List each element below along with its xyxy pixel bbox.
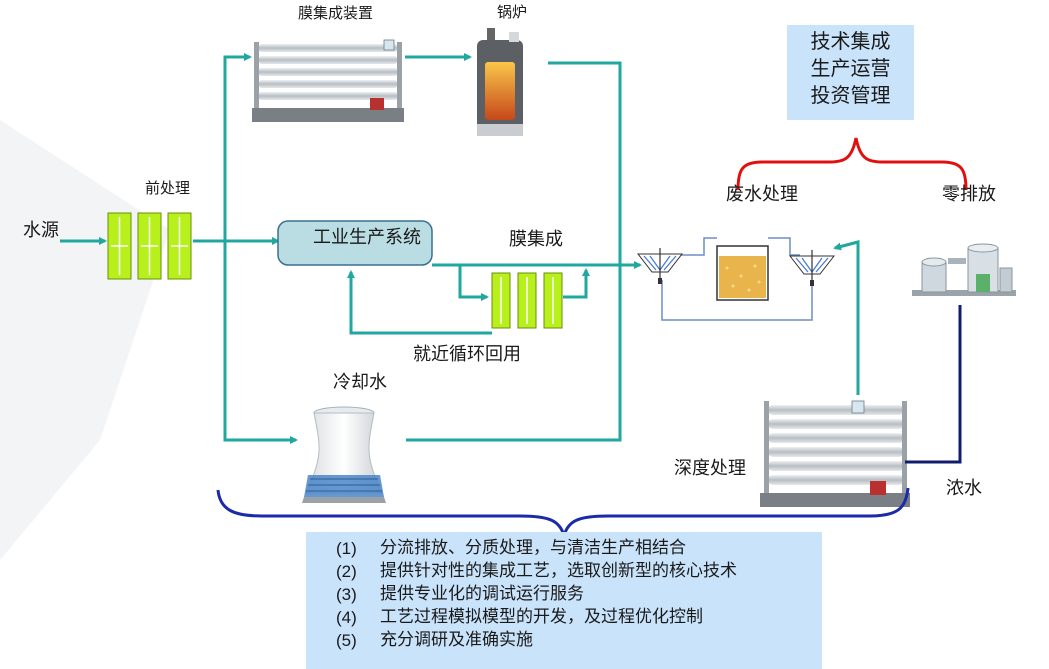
zero-discharge-label: 零排放 (942, 184, 996, 205)
point-item: (4) 工艺过程模拟模型的开发，及过程优化控制 (336, 606, 822, 629)
pretreatment-filters (107, 212, 192, 280)
tech-services-box: 技术集成 生产运营 投资管理 (787, 25, 914, 120)
point-number: (4) (336, 608, 357, 627)
point-item: (3) 提供专业化的调试运行服务 (336, 583, 822, 606)
concentrate-label: 浓水 (946, 478, 982, 499)
nearby-recycle-label: 就近循环回用 (413, 344, 521, 365)
point-text: 分流排放、分质处理，与清洁生产相结合 (380, 538, 686, 558)
point-item: (5) 充分调研及准确实施 (336, 629, 822, 652)
point-text: 提供专业化的调试运行服务 (380, 584, 584, 604)
point-item: (1) 分流排放、分质处理，与清洁生产相结合 (336, 537, 822, 560)
wastewater-treatment-label: 废水处理 (726, 184, 798, 205)
biological-tank-icon (716, 245, 769, 301)
concentrate-line (905, 305, 962, 464)
process-loop (661, 237, 813, 321)
pipe-advanced-to-clarifier (833, 240, 860, 395)
pipe-to-cooling (223, 241, 298, 444)
tech-box-line: 投资管理 (810, 83, 891, 107)
membrane-integration-filters (491, 272, 563, 329)
point-text: 工艺过程模拟模型的开发，及过程优化控制 (380, 607, 703, 627)
point-number: (3) (336, 585, 357, 604)
pipe-recycle (347, 270, 492, 335)
key-points-box: (1) 分流排放、分质处理，与清洁生产相结合 (2) 提供针对性的集成工艺，选取创新… (306, 532, 822, 669)
industrial-system-label: 工业生产系统 (313, 227, 421, 248)
cooling-water-label: 冷却水 (333, 372, 387, 393)
membrane-device-label: 膜集成装置 (298, 4, 374, 22)
clarifier-left-icon (636, 248, 684, 284)
point-number: (5) (336, 631, 357, 650)
point-text: 充分调研及准确实施 (380, 630, 533, 650)
red-brace (736, 137, 968, 191)
clarifier-right-icon (788, 250, 836, 286)
point-item: (2) 提供针对性的集成工艺，选取创新型的核心技术 (336, 560, 822, 583)
evaporator-icon (912, 243, 1016, 296)
cooling-tower-icon (302, 406, 386, 503)
pipe-boiler-return (406, 61, 622, 442)
membrane-device-icon (252, 39, 404, 122)
pipe-filter-out (563, 268, 590, 299)
pipe-network (60, 53, 860, 444)
advanced-treatment-icon (760, 400, 910, 507)
point-text: 提供针对性的集成工艺，选取创新型的核心技术 (380, 561, 737, 581)
tech-box-line: 生产运营 (810, 56, 891, 80)
membrane-integration-label: 膜集成 (509, 229, 563, 250)
point-number: (1) (336, 539, 357, 558)
industrial-system-box (277, 220, 433, 266)
water-source-label: 水源 (23, 220, 59, 241)
point-number: (2) (336, 562, 357, 581)
pipe-to-membrane-device (223, 53, 252, 241)
boiler-label: 锅炉 (497, 3, 528, 21)
tech-box-line: 技术集成 (810, 29, 891, 53)
pretreatment-label: 前处理 (145, 179, 191, 197)
advanced-treatment-label: 深度处理 (674, 458, 746, 479)
boiler-icon (477, 28, 523, 136)
pipe-to-membrane-filter (458, 265, 489, 301)
